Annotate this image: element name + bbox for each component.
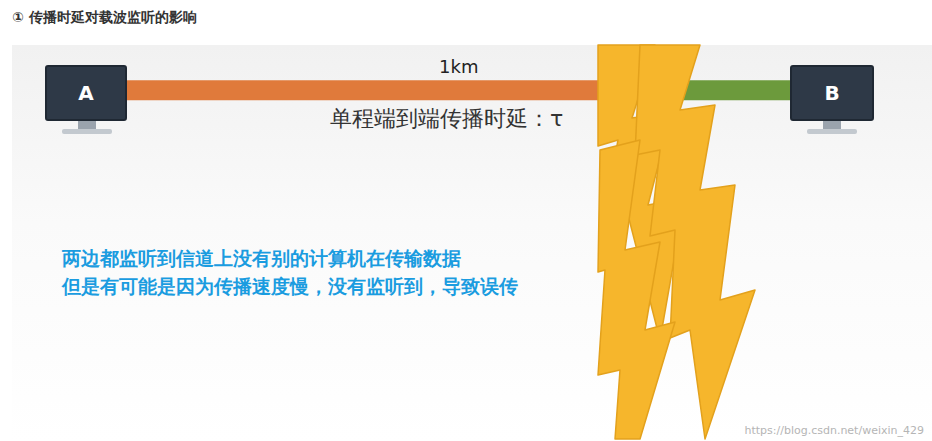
lightning-bolts (598, 45, 755, 439)
distance-label: 1km (439, 56, 478, 77)
monitor-stand (807, 121, 857, 134)
transmission-link (127, 80, 790, 100)
computer-monitor: B (790, 65, 874, 121)
watermark: https://blog.csdn.net/weixin_429 (744, 424, 924, 437)
monitor-stand (62, 121, 112, 134)
computer-label: A (78, 81, 93, 105)
computer-monitor: A (45, 65, 127, 121)
explanation-text: 两边都监听到信道上没有别的计算机在传输数据 (62, 246, 461, 272)
page-heading: ① 传播时延对载波监听的影响 (12, 9, 197, 27)
explanation-text: 但是有可能是因为传播速度慢，没有监听到，导致误传 (62, 274, 518, 300)
computer-label: B (824, 81, 839, 105)
delay-note: 单程端到端传播时延：τ (330, 104, 563, 134)
